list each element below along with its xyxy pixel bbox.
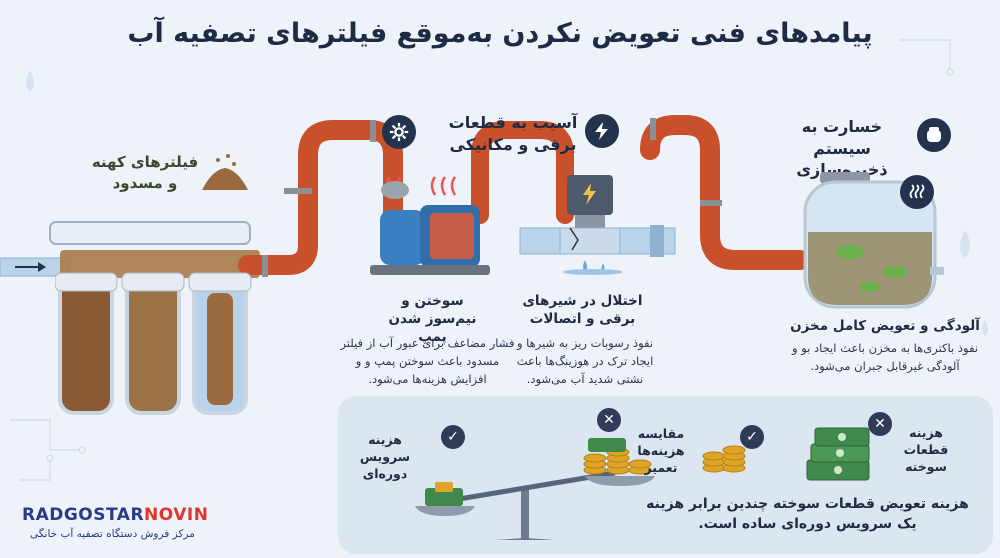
brand-tagline: مرکز فروش دستگاه تصفیه آب خانگی [30,528,195,540]
check-icon: ✓ [441,425,465,449]
steam-icon [900,175,934,209]
pump-illustration [370,176,490,275]
gear-icon [382,115,416,149]
cross-icon: ✕ [597,408,621,432]
pump-label: سوختن و نیم‌سوز شدن پمپ [388,293,477,346]
pump-desc: فشار مضاعف برای عبور آب از فیلتر مسدود ب… [340,336,515,386]
valve-label: اختلال در شیرهای برقی و اتصالات [522,293,643,328]
valve-illustration [559,175,623,275]
valve-heading: آسیب به قطعات برقی و مکانیکی [448,113,578,154]
tank-desc: نفوذ باکتری‌ها به مخزن باعث ایجاد بو و آ… [792,341,978,373]
brand-name-part1: RADGOSTAR [22,505,145,525]
balance-scale-illustration [415,438,655,540]
parts-cost-label: هزینه قطعات سوخته [903,425,949,474]
coins-illustration [702,445,746,473]
cost-note: هزینه تعویض قطعات سوخته چندین برابر هزین… [646,496,969,533]
filter-housings [55,272,252,415]
compare-costs-label: مقایسه هزینه‌ها تعمیر [637,426,685,475]
service-cost-label: هزینه سرویس دوره‌ای [359,432,411,481]
sediment-icon [202,154,248,190]
brand-name-part2: NOVIN [144,505,209,525]
brand-logo: RADGOSTARNOVIN [22,505,208,525]
money-stack-illustration [806,427,870,481]
lightning-icon [585,114,619,148]
cross-icon: ✕ [868,412,892,436]
tank-icon [917,118,951,152]
tank-illustration [803,172,944,309]
tank-label: آلودگی و تعویض کامل مخزن [790,318,980,334]
valve-desc: نفوذ رسوبات ریز به شیرها و ایجاد ترک در … [516,336,654,386]
page-title: پیامدهای فنی تعویض نکردن به‌موقع فیلترها… [127,18,873,49]
check-icon: ✓ [740,425,764,449]
filters-label: فیلترهای کهنه و مسدود [91,153,199,192]
